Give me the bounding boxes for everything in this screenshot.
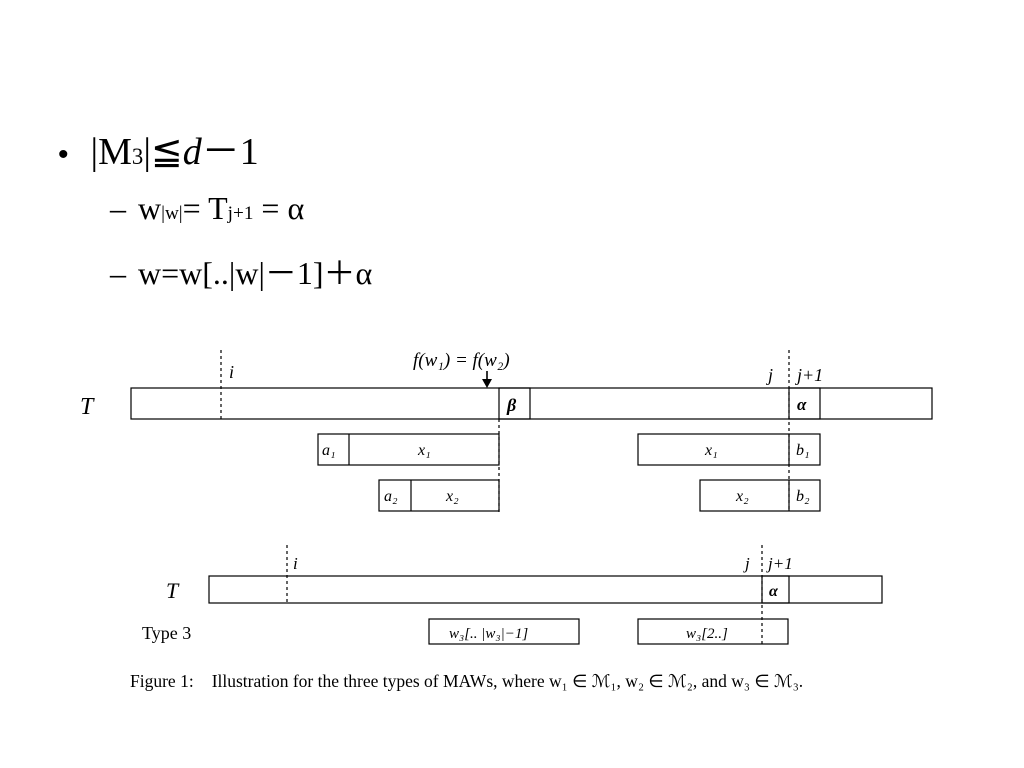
sub-bullet-1-tail: = α	[253, 190, 305, 226]
x2-left-label: x₂	[445, 488, 459, 505]
main-bullet-tail: －1	[201, 131, 259, 173]
arrow-down-icon	[482, 371, 492, 388]
type3-label: Type 3	[142, 623, 191, 643]
upper-alpha-cell	[788, 387, 821, 420]
main-bullet-prefix: |M	[90, 131, 132, 173]
x2-b2-box	[699, 479, 821, 512]
beta-label: β	[506, 395, 517, 415]
sub-bullet-1-w: w	[138, 190, 162, 226]
sub-bullet-1-w-subscript: |w|	[161, 203, 183, 224]
sub-bullet-2-text: w=w[..|w|－1]＋α	[138, 255, 373, 291]
figure-caption: Figure 1: Illustration for the three type…	[130, 670, 890, 693]
sub-bullet-1-dash: –	[110, 190, 126, 226]
a2-label: a₂	[384, 488, 398, 505]
upper-T-bar	[130, 387, 933, 420]
w3-right-label: w₃[2..]	[686, 626, 728, 642]
b1-label: b₁	[796, 442, 810, 459]
bullet-dot-icon: •	[58, 138, 69, 171]
lower-alpha-label: α	[769, 583, 779, 600]
upper-j1-label: j+1	[795, 365, 823, 385]
sub-bullet-2: – w=w[..|w|－1]＋α	[110, 248, 372, 294]
w3-left-box	[428, 618, 580, 645]
x2-right-label: x₂	[735, 488, 749, 505]
figure-caption-text: Illustration for the three types of MAWs…	[211, 671, 804, 691]
w3-right-box	[637, 618, 789, 645]
upper-alpha-label: α	[797, 395, 807, 414]
upper-i-label: i	[229, 362, 234, 382]
main-bullet-suffix: |≦	[143, 131, 183, 173]
x1-right-label: x₁	[704, 442, 718, 459]
upper-T-label: T	[80, 394, 95, 420]
lower-i-label: i	[293, 554, 298, 573]
lower-T-bar	[208, 575, 883, 604]
f-equality-label: f(w₁) = f(w₂)	[413, 350, 510, 371]
lower-T-label: T	[166, 578, 180, 603]
a2-x2-box	[378, 479, 500, 512]
upper-j-label: j	[766, 365, 773, 385]
x1-left-label: x₁	[417, 442, 431, 459]
sub-bullet-1-mid: = T	[182, 190, 228, 226]
x1-b1-box	[637, 433, 821, 466]
main-bullet-variable: d	[182, 131, 202, 173]
main-bullet-subscript: 3	[131, 144, 144, 169]
b2-label: b₂	[796, 488, 810, 505]
beta-cell	[498, 387, 531, 420]
a1-x1-box	[317, 433, 500, 466]
lower-j1-label: j+1	[766, 554, 793, 573]
sub-bullet-2-dash: –	[110, 255, 126, 291]
a1-label: a₁	[322, 442, 336, 459]
w3-left-label: w₃[.. |w₃|−1]	[449, 626, 528, 642]
lower-j-label: j	[743, 554, 750, 573]
figure-caption-label: Figure 1:	[130, 671, 194, 691]
sub-bullet-1-t-subscript: j+1	[227, 203, 254, 224]
